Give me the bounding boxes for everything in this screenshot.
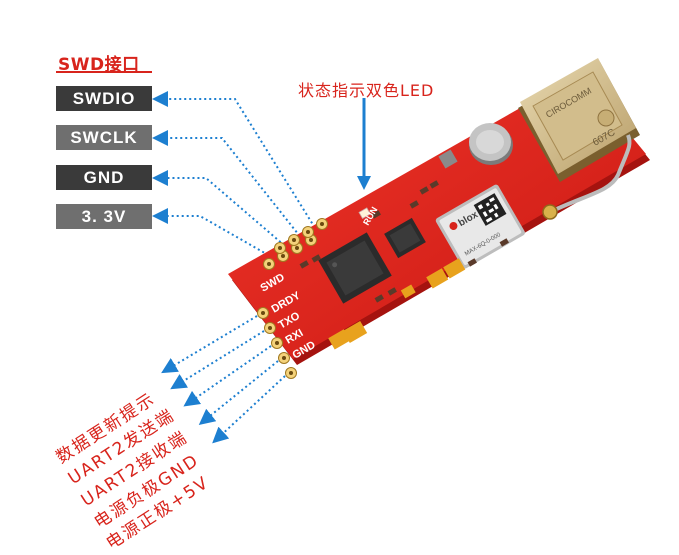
pressure-sensor <box>438 149 458 169</box>
led-arrow <box>357 98 371 190</box>
pin-label-swclk: SWCLK <box>56 125 152 150</box>
swd-title: SWD接口 <box>58 55 140 75</box>
ufl-connector <box>542 204 558 220</box>
mcu-chip <box>318 232 392 304</box>
pcb-board: CIROCOMM 607C <box>228 58 650 379</box>
pin-label-3v3: 3. 3V <box>56 204 152 229</box>
smd-components <box>299 180 509 303</box>
status-led <box>358 207 371 220</box>
imu-chip <box>384 217 426 259</box>
pin-label-swdio: SWDIO <box>56 86 152 111</box>
tantalum-capacitors <box>328 258 466 350</box>
patch-antenna: CIROCOMM 607C <box>518 58 640 182</box>
gps-module: blox MAX-6Q-0-000 <box>435 184 525 269</box>
swd-title-underline <box>56 71 152 73</box>
uart-leader-lines <box>161 315 286 444</box>
led-note: 状态指示双色LED <box>298 81 435 100</box>
antenna-cable <box>547 134 632 215</box>
pin-label-gnd: GND <box>56 165 152 190</box>
backup-battery <box>469 123 513 165</box>
swd-leader-lines <box>152 91 321 261</box>
